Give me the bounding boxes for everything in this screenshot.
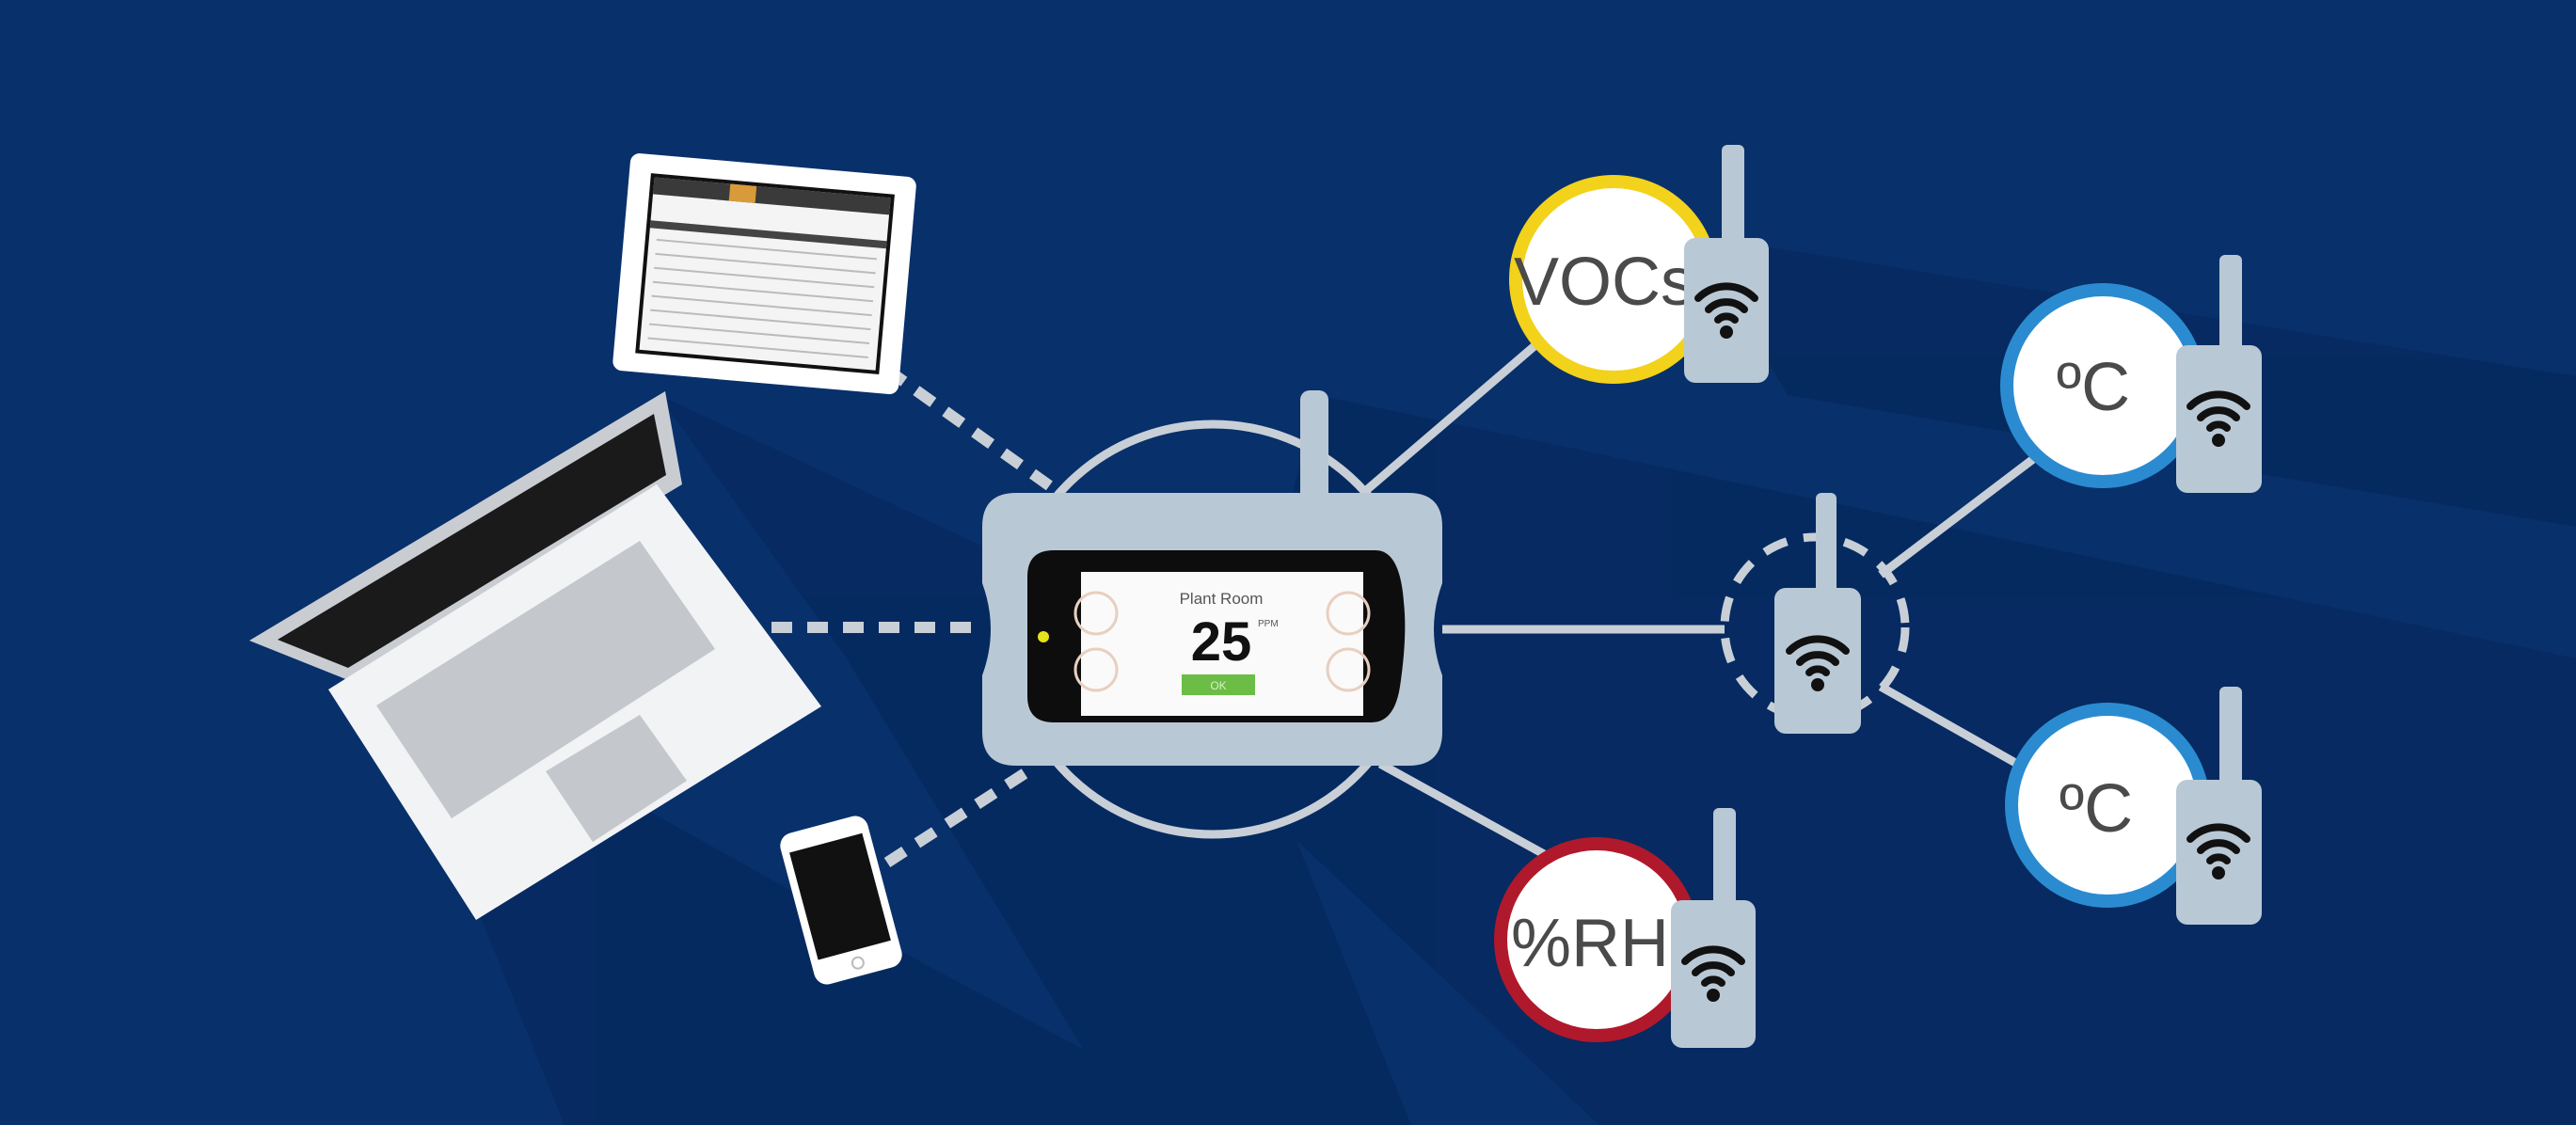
sensor-body	[1671, 900, 1756, 1048]
screen-button-left-top[interactable]	[1073, 591, 1119, 636]
ok-button-label: OK	[1210, 679, 1226, 692]
sensor-vocs[interactable]: VOCs	[1509, 145, 1769, 384]
sensor-body	[2176, 780, 2262, 925]
sensor-temperature-top[interactable]: ºC	[2000, 255, 2262, 493]
sensor-antenna	[1722, 145, 1744, 258]
temp-bottom-link	[1878, 683, 2020, 768]
screen-title: Plant Room	[1180, 590, 1264, 608]
status-led	[1038, 631, 1049, 642]
temp-top-link	[1878, 452, 2040, 578]
reading-value: 25	[1191, 611, 1252, 673]
laptop[interactable]	[249, 391, 821, 920]
sensor-body	[2176, 345, 2262, 493]
central-hub-device[interactable]: Plant Room 25 PPM OK	[982, 390, 1442, 766]
reading-unit: PPM	[1258, 619, 1279, 629]
repeater-antenna	[1816, 493, 1837, 596]
repeater-body	[1774, 588, 1861, 734]
vocs-link	[1360, 341, 1538, 497]
sensor-antenna	[2219, 687, 2242, 800]
sensor-temperature-bottom[interactable]: ºC	[2005, 687, 2262, 925]
sensor-body	[1684, 238, 1769, 383]
humidity-link	[1377, 760, 1547, 858]
screen-button-up[interactable]	[1326, 591, 1371, 636]
wireless-links	[1360, 341, 2040, 858]
phone-screen	[789, 832, 891, 960]
ok-button[interactable]	[1182, 674, 1255, 695]
sensor-antenna	[2219, 255, 2242, 368]
hub-antenna	[1300, 390, 1328, 513]
smartphone[interactable]	[777, 813, 905, 987]
repeater-node[interactable]	[1720, 493, 1910, 734]
sensor-humidity[interactable]: %RH	[1494, 808, 1756, 1048]
sensor-label: VOCs	[1514, 245, 1694, 320]
screen-button-left-bottom[interactable]	[1073, 647, 1119, 692]
laptop-screen	[278, 414, 666, 668]
sensor-antenna	[1713, 808, 1736, 921]
sensor-label: ºC	[2057, 350, 2130, 425]
laptop-touchpad	[546, 715, 687, 842]
sensor-label: ºC	[2059, 771, 2133, 847]
laptop-keyboard	[376, 541, 715, 818]
dashed-links	[771, 365, 1063, 868]
tablet[interactable]	[612, 152, 917, 395]
sensor-label: %RH	[1511, 906, 1669, 981]
phone-link	[883, 767, 1030, 868]
phone-home-button	[851, 956, 865, 970]
screen-button-down[interactable]	[1326, 647, 1371, 692]
